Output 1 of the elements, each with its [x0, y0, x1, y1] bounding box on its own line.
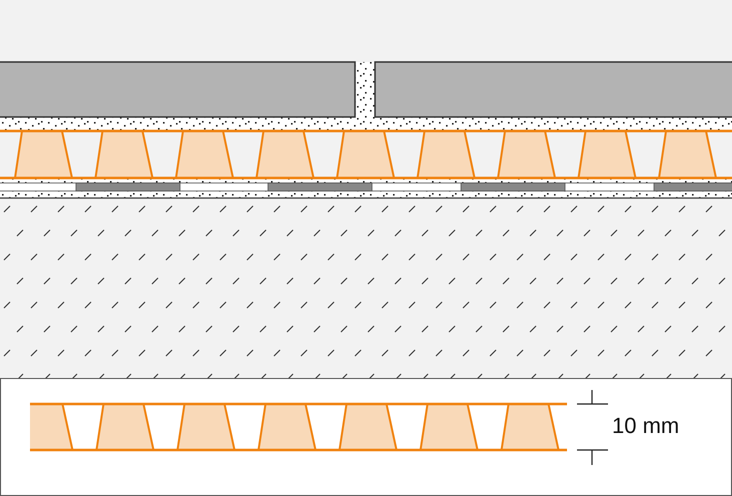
- dimension-label: 10 mm: [612, 413, 680, 439]
